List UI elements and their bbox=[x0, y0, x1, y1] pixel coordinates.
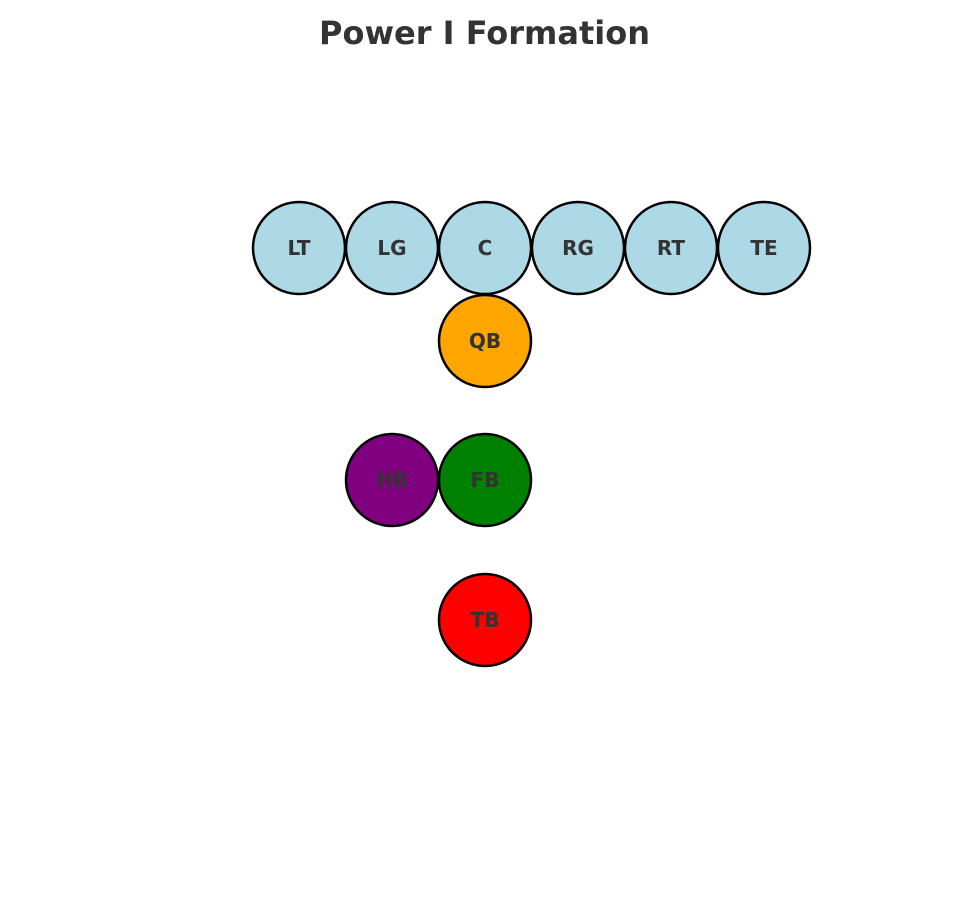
player-label: C bbox=[478, 236, 493, 260]
player-tb: TB bbox=[437, 572, 533, 668]
player-label: TE bbox=[750, 236, 777, 260]
player-label: TB bbox=[471, 608, 500, 632]
player-label: LG bbox=[377, 236, 406, 260]
player-label: LT bbox=[287, 236, 310, 260]
player-label: FB bbox=[471, 468, 500, 492]
player-label: QB bbox=[469, 329, 501, 353]
player-fb: FB bbox=[437, 432, 533, 528]
player-marker bbox=[437, 293, 533, 389]
player-label: RG bbox=[562, 236, 594, 260]
player-marker bbox=[716, 200, 812, 296]
player-c: C bbox=[437, 200, 533, 296]
player-label: RT bbox=[657, 236, 686, 260]
player-rg: RG bbox=[530, 200, 626, 296]
player-lg: LG bbox=[344, 200, 440, 296]
player-lt: LT bbox=[251, 200, 347, 296]
player-label: HB bbox=[376, 468, 408, 492]
player-rt: RT bbox=[623, 200, 719, 296]
player-marker bbox=[437, 432, 533, 528]
diagram-title: Power I Formation bbox=[319, 14, 650, 52]
player-te: TE bbox=[716, 200, 812, 296]
player-qb: QB bbox=[437, 293, 533, 389]
player-hb: HB bbox=[344, 432, 440, 528]
player-marker bbox=[437, 572, 533, 668]
